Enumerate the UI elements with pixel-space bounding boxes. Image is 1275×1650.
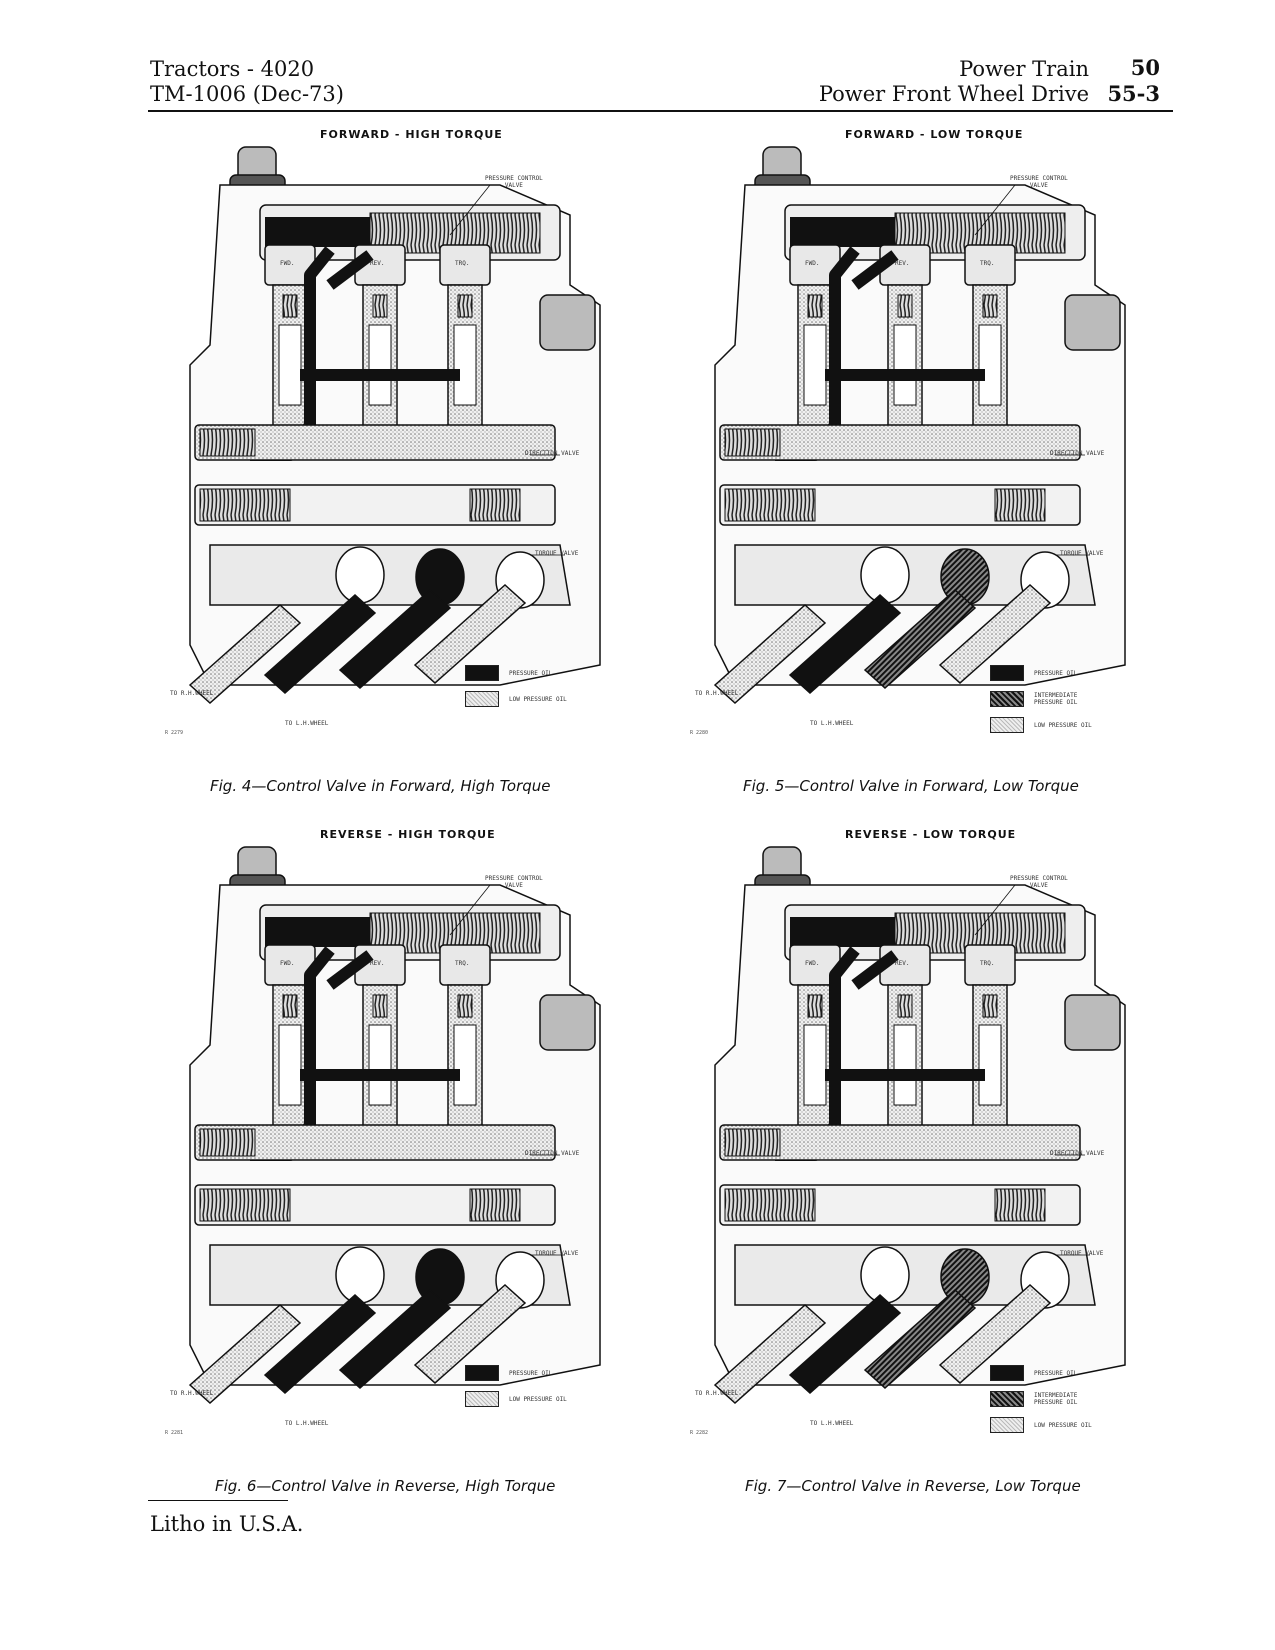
control-valve-cutaway-drawing [188,146,601,705]
figure-title: FORWARD - HIGH TORQUE [320,128,503,141]
pressure-control-valve-label: PRESSURE CONTROL VALVE [1010,175,1068,189]
header-right-title1: Power Train [959,57,1089,81]
pressure-control-valve-label: PRESSURE CONTROL VALVE [485,875,543,889]
trq-label: TRQ. [455,960,470,967]
header-rule [148,110,1173,112]
legend-row: PRESSURE OIL [465,1365,552,1381]
trq-label: TRQ. [980,260,995,267]
legend-swatch [990,665,1024,681]
legend-row: LOW PRESSURE OIL [990,1417,1092,1433]
legend-swatch [465,1365,499,1381]
legend-row: PRESSURE OIL [465,665,552,681]
legend-label: PRESSURE OIL [1034,669,1078,677]
rev-label: REV. [370,960,385,967]
rev-label: REV. [895,960,910,967]
legend-label: PRESSURE OIL [509,669,553,677]
direction-valve-label: DIRECTION VALVE [525,450,580,457]
figure-7-caption: Fig. 7—Control Valve in Reverse, Low Tor… [745,1477,1081,1495]
legend-label: PRESSURE OIL [509,1369,553,1377]
trq-label: TRQ. [980,960,995,967]
legend-swatch [990,1417,1024,1433]
legend-label: LOW PRESSURE OIL [1034,721,1092,729]
to-rh-wheel-label: TO R.H.WHEEL [170,690,214,697]
legend-swatch [465,691,499,707]
legend-label: INTERMEDIATE PRESSURE OIL [1034,692,1078,706]
legend-label: PRESSURE OIL [1034,1369,1078,1377]
legend-label: INTERMEDIATE PRESSURE OIL [1034,1392,1078,1406]
to-lh-wheel-label: TO L.H.WHEEL [810,1420,854,1427]
fwd-label: FWD. [280,260,295,267]
figure-title: FORWARD - LOW TORQUE [845,128,1024,141]
torque-valve-label: TORQUE VALVE [535,1250,579,1257]
figure-title: REVERSE - LOW TORQUE [845,828,1017,841]
fwd-label: FWD. [805,260,820,267]
footer-rule [148,1500,288,1501]
figure-4-caption: Fig. 4—Control Valve in Forward, High To… [210,777,551,795]
legend-row: INTERMEDIATE PRESSURE OIL [990,691,1077,707]
legend-swatch [990,1391,1024,1407]
to-lh-wheel-label: TO L.H.WHEEL [285,1420,329,1427]
figure-code: R 2280 [690,730,709,736]
trq-label: TRQ. [455,260,470,267]
figure-code: R 2279 [165,730,184,736]
figure-5: FORWARD - LOW TORQUE PRESSURE CONTROL VAL… [690,120,1160,770]
to-rh-wheel-label: TO R.H.WHEEL [170,1390,214,1397]
pressure-control-valve-label: PRESSURE CONTROL VALVE [485,175,543,189]
header-right-title2: Power Front Wheel Drive [818,82,1089,106]
fwd-label: FWD. [805,960,820,967]
figure-title: REVERSE - HIGH TORQUE [320,828,496,841]
to-lh-wheel-label: TO L.H.WHEEL [285,720,329,727]
control-valve-cutaway-drawing [713,846,1126,1405]
fwd-label: FWD. [280,960,295,967]
figure-6: REVERSE - HIGH TORQUE PRESSURE CONTROL VA… [165,820,635,1470]
footer-text: Litho in U.S.A. [150,1512,304,1536]
legend-row: LOW PRESSURE OIL [465,691,567,707]
legend-row: PRESSURE OIL [990,1365,1077,1381]
legend-swatch [990,717,1024,733]
legend-label: LOW PRESSURE OIL [509,695,567,703]
header-left-line2: TM-1006 (Dec-73) [150,82,344,106]
torque-valve-label: TORQUE VALVE [535,550,579,557]
legend-label: LOW PRESSURE OIL [1034,1421,1092,1429]
torque-valve-label: TORQUE VALVE [1060,550,1104,557]
legend-label: LOW PRESSURE OIL [509,1395,567,1403]
figure-7: REVERSE - LOW TORQUE PRESSURE CONTROL VAL… [690,820,1160,1470]
to-lh-wheel-label: TO L.H.WHEEL [810,720,854,727]
direction-valve-label: DIRECTION VALVE [525,1150,580,1157]
legend-row: INTERMEDIATE PRESSURE OIL [990,1391,1077,1407]
legend-swatch [465,1391,499,1407]
legend-swatch [465,665,499,681]
legend-swatch [990,691,1024,707]
figure-5-caption: Fig. 5—Control Valve in Forward, Low Tor… [743,777,1079,795]
to-rh-wheel-label: TO R.H.WHEEL [695,690,739,697]
direction-valve-label: DIRECTION VALVE [1050,450,1105,457]
legend-row: LOW PRESSURE OIL [990,717,1092,733]
legend-row: PRESSURE OIL [990,665,1077,681]
direction-valve-label: DIRECTION VALVE [1050,1150,1105,1157]
legend-swatch [990,1365,1024,1381]
figure-code: R 2282 [690,1430,709,1436]
figure-4: FORWARD - HIGH TORQUE PRESSURE CONTROL VA… [165,120,635,770]
rev-label: REV. [895,260,910,267]
rev-label: REV. [370,260,385,267]
control-valve-cutaway-drawing [188,846,601,1405]
header-page-number: 55-3 [1107,81,1160,106]
figure-code: R 2281 [165,1430,184,1436]
torque-valve-label: TORQUE VALVE [1060,1250,1104,1257]
header-section-number: 50 [1130,55,1160,80]
pressure-control-valve-label: PRESSURE CONTROL VALVE [1010,875,1068,889]
header-left-line1: Tractors - 4020 [150,57,315,81]
control-valve-cutaway-drawing [713,146,1126,705]
figure-6-caption: Fig. 6—Control Valve in Reverse, High To… [215,1477,556,1495]
to-rh-wheel-label: TO R.H.WHEEL [695,1390,739,1397]
legend-row: LOW PRESSURE OIL [465,1391,567,1407]
